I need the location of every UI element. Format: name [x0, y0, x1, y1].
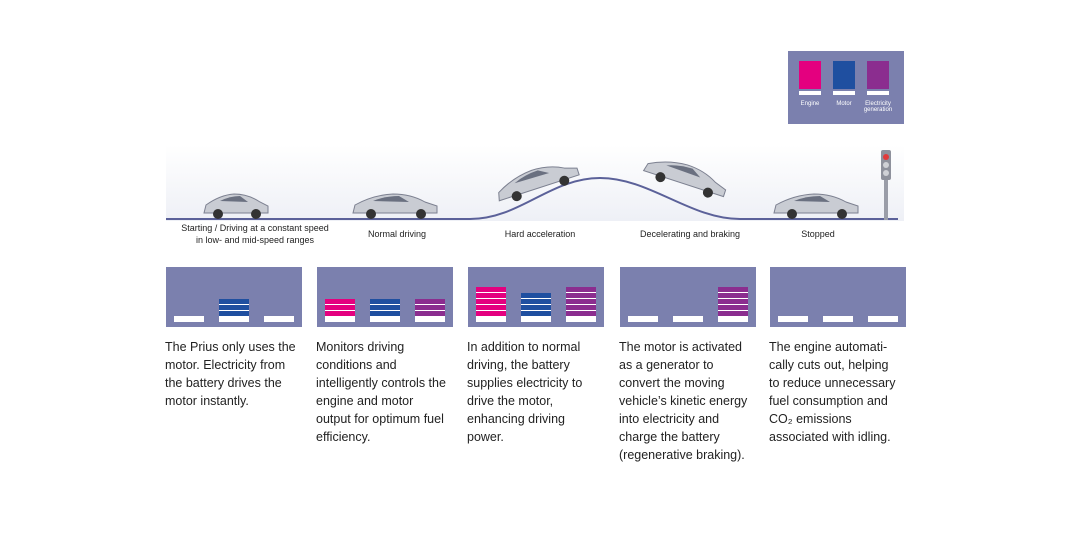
description-decelerating: The motor is activated as a generator to…	[619, 338, 759, 464]
legend: Engine Motor Electricity generation	[788, 51, 904, 124]
level-bar-generation	[415, 299, 445, 316]
car-stopped	[773, 193, 859, 219]
slot-engine	[476, 316, 506, 322]
description-normal: Monitors driving conditions and intellig…	[316, 338, 456, 446]
panel-normal	[317, 267, 453, 327]
legend-swatch-motor	[833, 61, 855, 89]
car-accelerating	[498, 166, 580, 202]
level-bar-motor	[219, 299, 249, 316]
legend-swatch-generation	[867, 61, 889, 89]
level-bar-generation	[566, 287, 596, 316]
level-bar-motor	[370, 299, 400, 316]
legend-swatch-generation-base	[867, 91, 889, 95]
stage-label-acceleration: Hard acceleration	[504, 229, 576, 239]
slot-motor	[823, 316, 853, 322]
slot-generation	[718, 316, 748, 322]
level-bar-generation	[718, 287, 748, 316]
description-stopped: The engine automati- cally cuts out, hel…	[769, 338, 909, 446]
slot-generation	[566, 316, 596, 322]
slot-motor	[219, 316, 249, 322]
level-bar-engine	[325, 299, 355, 316]
slot-engine	[325, 316, 355, 322]
panel-stopped	[770, 267, 906, 327]
legend-swatch-engine	[799, 61, 821, 89]
stage-label-starting: Starting / Driving at a constant speed i…	[181, 223, 329, 245]
level-bar-motor	[521, 293, 551, 316]
description-decelerating-text: The motor is activated as a generator to…	[619, 340, 748, 462]
slot-engine	[628, 316, 658, 322]
description-starting-text: The Prius only uses the motor. Electrici…	[165, 340, 296, 408]
slot-generation	[415, 316, 445, 322]
stage-label-decelerating: Decelerating and braking	[639, 229, 741, 239]
traffic-light-icon	[881, 150, 891, 220]
description-acceleration: In addition to normal driving, the batte…	[467, 338, 607, 446]
panel-decelerating	[620, 267, 756, 327]
level-bar-engine	[476, 287, 506, 316]
slot-engine	[174, 316, 204, 322]
panel-starting	[166, 267, 302, 327]
stage-label-normal: Normal driving	[367, 229, 427, 239]
description-starting: The Prius only uses the motor. Electrici…	[165, 338, 305, 410]
slot-generation	[868, 316, 898, 322]
slot-motor	[673, 316, 703, 322]
description-normal-text: Monitors driving conditions and intellig…	[316, 340, 446, 444]
legend-label-engine: Engine	[800, 101, 820, 107]
road-line	[166, 176, 898, 220]
slot-motor	[370, 316, 400, 322]
car-starting	[203, 193, 269, 219]
slot-generation	[264, 316, 294, 322]
description-stopped-text: The engine automati- cally cuts out, hel…	[769, 340, 896, 444]
legend-swatch-engine-base	[799, 91, 821, 95]
slot-engine	[778, 316, 808, 322]
stage-label-stopped: Stopped	[801, 229, 835, 239]
car-normal	[352, 193, 438, 219]
slot-motor	[521, 316, 551, 322]
legend-label-motor: Motor	[836, 101, 852, 107]
legend-label-generation: Electricity generation	[863, 101, 893, 113]
car-decelerating	[642, 161, 727, 198]
description-acceleration-text: In addition to normal driving, the batte…	[467, 340, 583, 444]
panel-acceleration	[468, 267, 604, 327]
legend-swatch-motor-base	[833, 91, 855, 95]
